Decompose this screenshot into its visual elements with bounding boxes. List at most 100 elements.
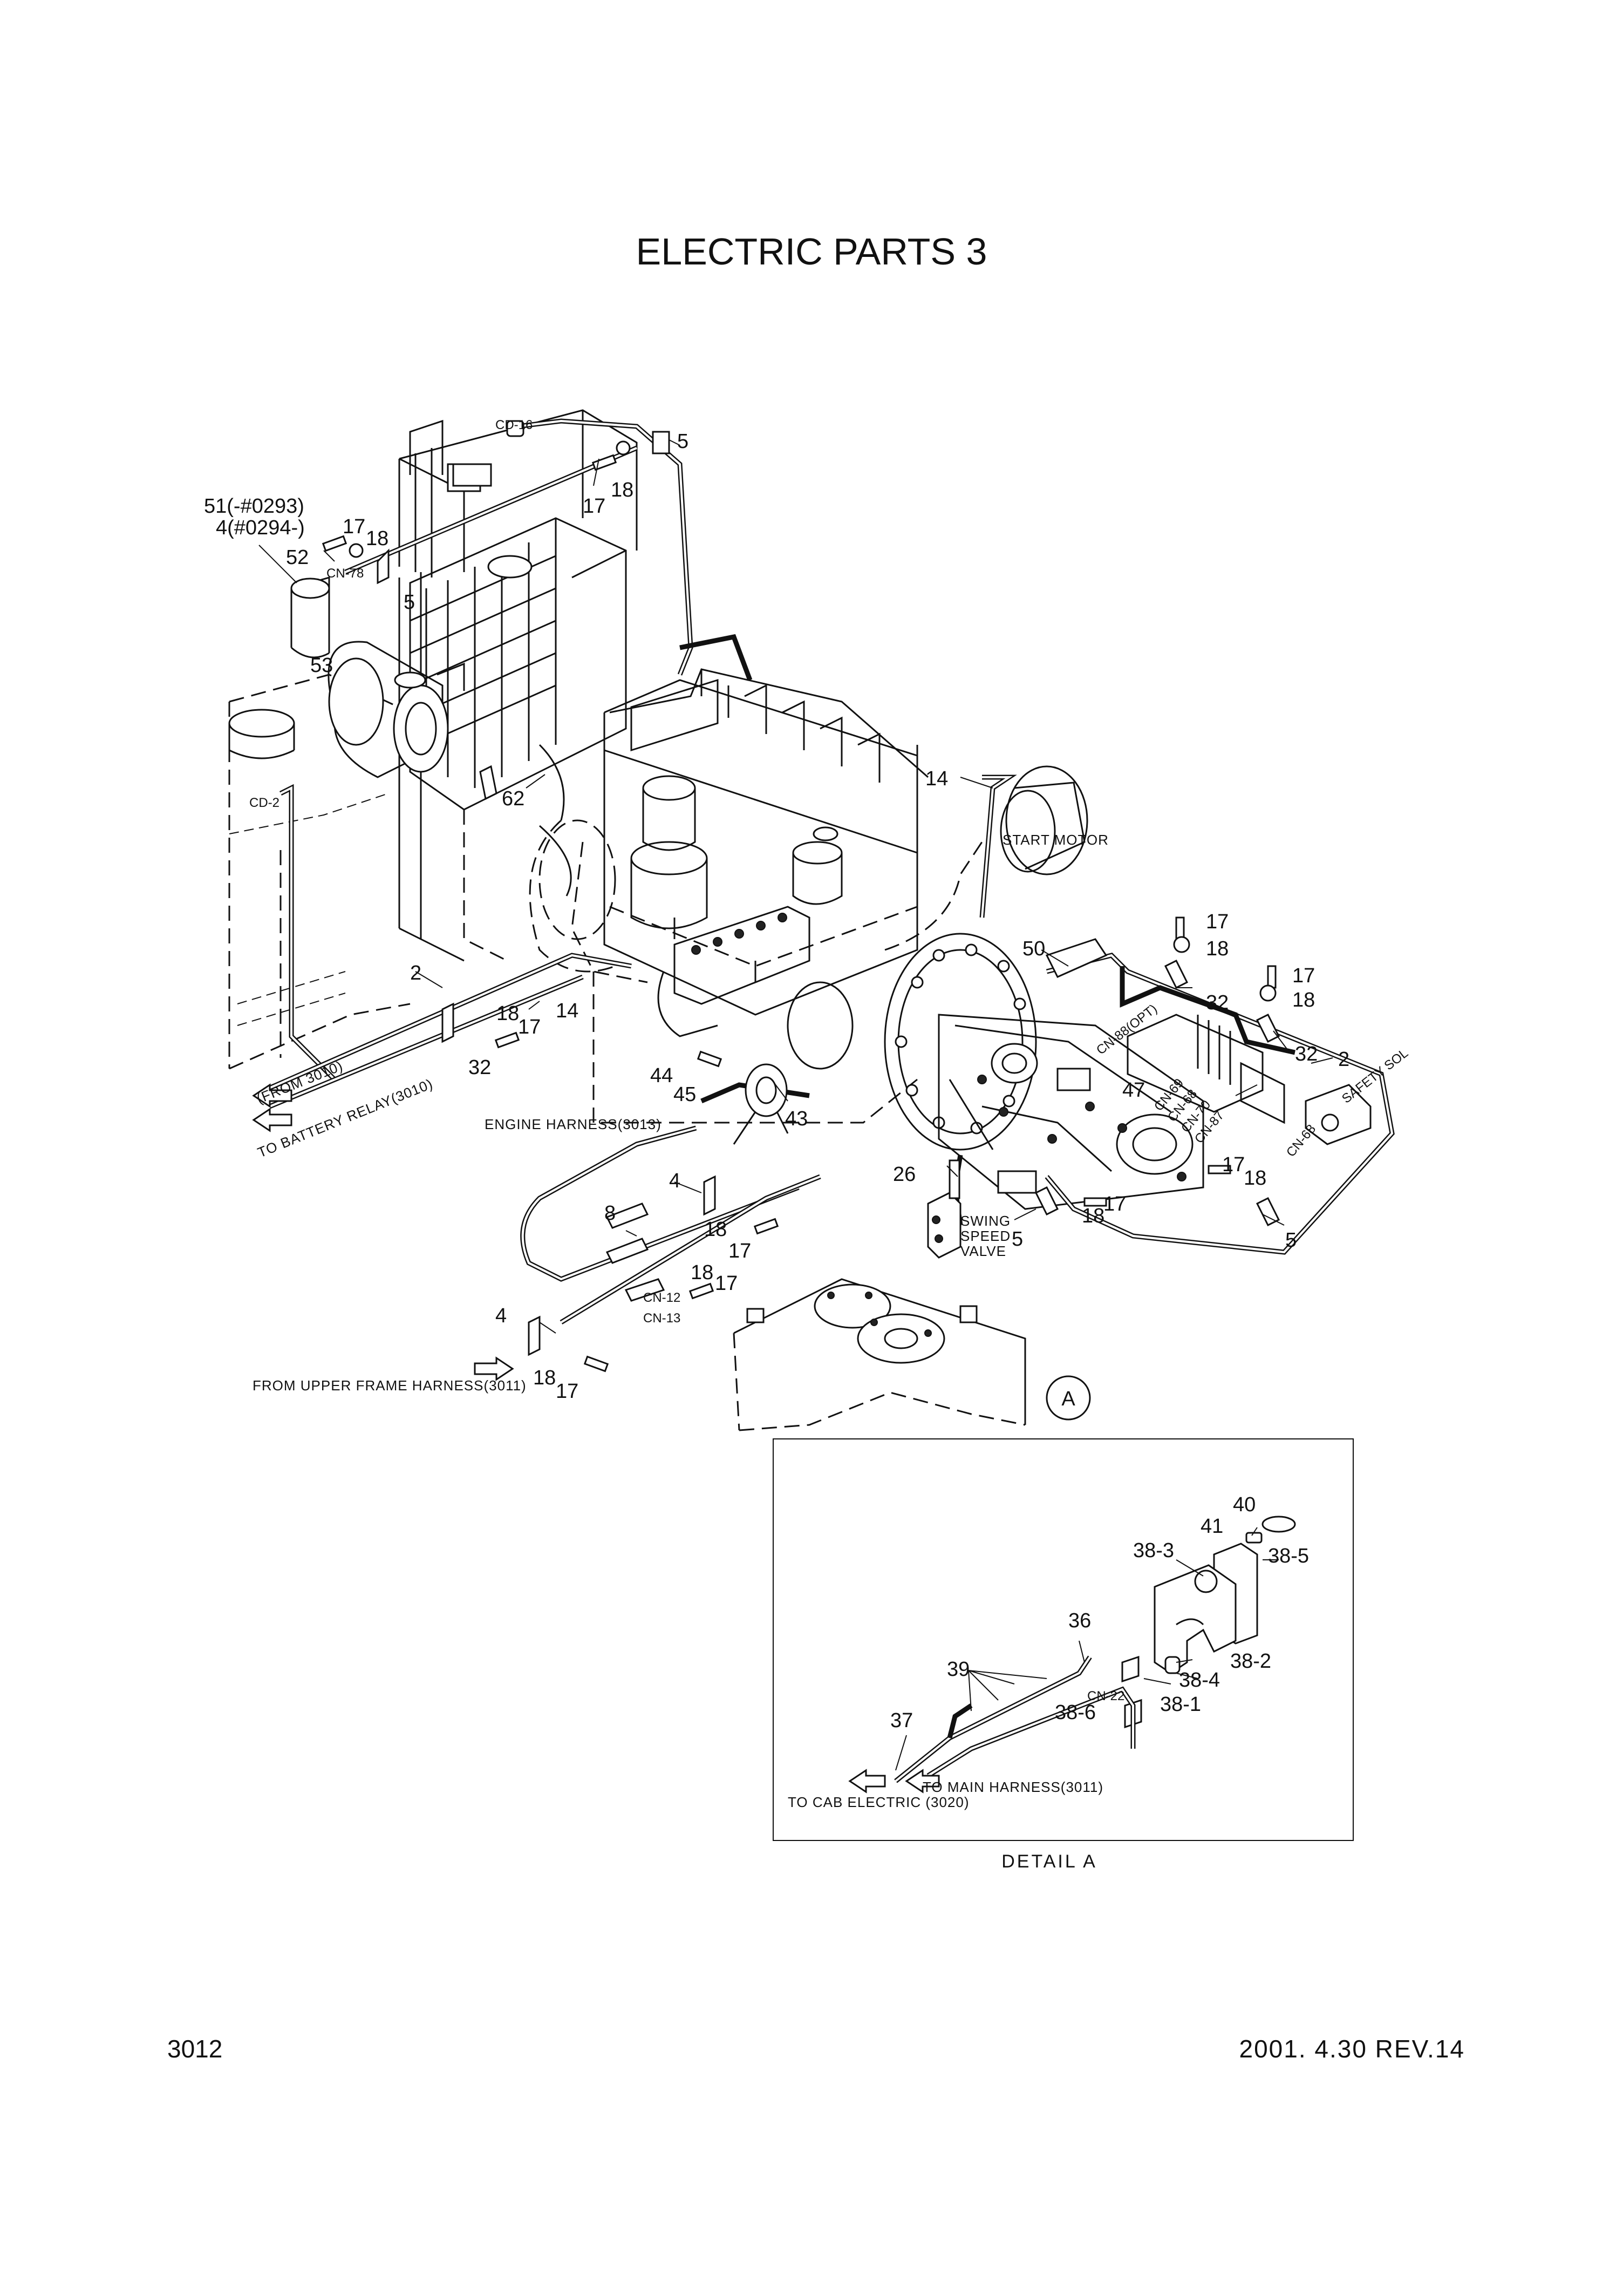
callout-2: 2 — [410, 962, 421, 984]
callout-17: 17 — [518, 1016, 541, 1038]
callout-32: 32 — [1206, 991, 1229, 1014]
air-cleaner — [290, 576, 465, 778]
swing-speed-valve — [927, 1159, 961, 1259]
callout-38-5: 38-5 — [1268, 1545, 1309, 1567]
start-motor-label: START MOTOR — [1003, 832, 1109, 848]
resistor-50 — [1045, 938, 1108, 978]
callout-47: 47 — [1122, 1079, 1145, 1102]
wire-harness-right — [952, 953, 1395, 1255]
callout-32: 32 — [1295, 1043, 1318, 1065]
radiator-assembly — [398, 409, 638, 962]
callout-45: 45 — [673, 1083, 696, 1106]
callout-4: 4(#0294-) — [216, 517, 305, 539]
callout-4: 4 — [495, 1305, 507, 1327]
wire-harness-left — [263, 784, 632, 1109]
callout-4: 4 — [669, 1170, 680, 1192]
callout-62: 62 — [502, 787, 524, 810]
callout-2: 2 — [1338, 1048, 1349, 1071]
label-engine-harness: ENGINE HARNESS(3013) — [485, 1116, 662, 1132]
callout-38-6: 38-6 — [1055, 1701, 1096, 1724]
label-to-main-harness: TO MAIN HARNESS(3011) — [923, 1779, 1103, 1795]
swing-speed-valve-label-line1: SWING — [960, 1213, 1011, 1229]
swing-speed-valve-label-line2: SPEED — [960, 1228, 1011, 1244]
callout-41: 41 — [1201, 1515, 1223, 1538]
engine-block — [529, 668, 983, 1016]
page-title: ELECTRIC PARTS 3 — [636, 230, 987, 273]
callout-51: 51(-#0293) — [204, 495, 304, 518]
connector-cd16: CD-16 — [495, 418, 533, 432]
fuel-injection-pump — [592, 906, 918, 1124]
callout-38-4: 38-4 — [1179, 1669, 1220, 1692]
callout-17: 17 — [1222, 1153, 1245, 1176]
callout-8: 8 — [604, 1202, 616, 1225]
callout-17: 17 — [1103, 1193, 1126, 1215]
callout-5: 5 — [677, 430, 688, 453]
detail-a-box — [773, 1438, 1354, 1841]
wire-harness-engine — [520, 1082, 821, 1324]
relay-plate — [1127, 1014, 1372, 1145]
callout-43: 43 — [785, 1108, 808, 1130]
detail-a-marker: A — [1046, 1375, 1091, 1421]
callout-18: 18 — [1206, 938, 1229, 960]
connector-cn13: CN-13 — [643, 1311, 680, 1326]
callout-37: 37 — [890, 1709, 913, 1732]
callout-18: 18 — [1292, 989, 1315, 1011]
callout-38-3: 38-3 — [1133, 1539, 1174, 1562]
callout-5: 5 — [1285, 1229, 1297, 1252]
detail-a-callouts: 40 41 38-3 38-5 36 39 38-2 38-4 38-1 38-… — [890, 1493, 1309, 1732]
callout-5: 5 — [1012, 1228, 1023, 1251]
label-safety-sol: SAFETY SOL — [1339, 1046, 1411, 1106]
harness-arrows — [252, 1083, 514, 1381]
callout-numbers: 5 18 17 51(-#0293) 4(#0294-) 17 18 52 5 … — [204, 430, 1349, 1403]
horn-43 — [733, 1063, 789, 1145]
detail-a-marker-letter: A — [1061, 1388, 1075, 1410]
callout-18: 18 — [691, 1261, 713, 1284]
callout-18: 18 — [533, 1367, 556, 1389]
swing-speed-valve-label-line3: VALVE — [960, 1243, 1006, 1259]
connector-cn22: CN-22 — [1087, 1689, 1124, 1703]
callout-5: 5 — [404, 591, 415, 614]
callout-17: 17 — [1292, 964, 1315, 987]
callout-17: 17 — [728, 1240, 751, 1262]
callout-38-2: 38-2 — [1230, 1650, 1271, 1673]
callout-26: 26 — [893, 1163, 916, 1186]
connector-cn12: CN-12 — [643, 1290, 680, 1305]
callout-40: 40 — [1233, 1493, 1256, 1516]
hydraulic-tank — [228, 674, 411, 1070]
detail-a-caption: DETAIL A — [1001, 1851, 1097, 1872]
wire-harness-top — [344, 418, 753, 681]
callout-18: 18 — [704, 1218, 727, 1241]
callout-17: 17 — [556, 1380, 578, 1403]
wire-harness-start-motor — [979, 775, 1017, 918]
connector-cn78: CN-78 — [326, 566, 364, 581]
callout-18: 18 — [496, 1002, 519, 1025]
callout-38-1: 38-1 — [1160, 1693, 1201, 1716]
bolts-and-clamps — [322, 431, 1280, 1373]
flywheel-housing — [884, 933, 1037, 1151]
page-number: 3012 — [167, 2035, 222, 2063]
callout-53: 53 — [310, 654, 333, 677]
connector-cn88: CN-88(OPT) — [1094, 1002, 1160, 1058]
callout-36: 36 — [1068, 1609, 1091, 1632]
leader-lines — [258, 439, 1333, 1334]
fuel-tank — [733, 1278, 1026, 1431]
connector-cn68-safety: CN-68 — [1284, 1122, 1319, 1159]
callout-39: 39 — [947, 1658, 970, 1681]
main-hydraulic-pump — [938, 1014, 1204, 1210]
callout-18: 18 — [1082, 1205, 1104, 1227]
callout-18: 18 — [366, 527, 388, 550]
callout-17: 17 — [715, 1272, 738, 1295]
callout-18: 18 — [1244, 1167, 1266, 1190]
label-from-upper-frame: FROM UPPER FRAME HARNESS(3011) — [253, 1377, 527, 1394]
callout-44: 44 — [650, 1064, 673, 1087]
callout-32: 32 — [468, 1056, 491, 1079]
callout-17: 17 — [583, 495, 605, 518]
callout-17: 17 — [343, 515, 365, 538]
connector-cd2: CD-2 — [249, 796, 279, 810]
label-to-cab-electric: TO CAB ELECTRIC (3020) — [788, 1794, 970, 1810]
callout-17: 17 — [1206, 911, 1229, 933]
start-motor — [1000, 765, 1088, 875]
callout-18: 18 — [611, 479, 633, 501]
callout-14: 14 — [556, 1000, 578, 1022]
